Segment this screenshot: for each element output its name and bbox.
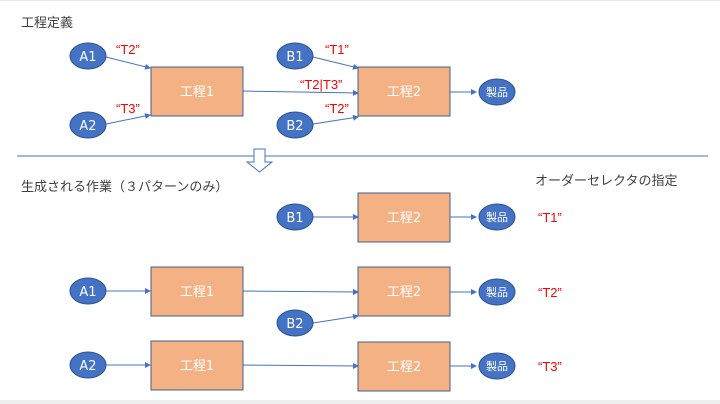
pattern1-product-label: 製品 xyxy=(486,210,508,224)
process2-box: 工程2 xyxy=(357,66,451,117)
edge-b1-process2 xyxy=(312,56,359,70)
pattern2-a1-label: A1 xyxy=(79,285,96,300)
process1-label: 工程1 xyxy=(180,85,214,100)
edge-label-b2: “T2” xyxy=(325,101,349,116)
pattern2-process1-box: 工程1 xyxy=(150,266,244,317)
pattern3-node-a2: A2 xyxy=(69,351,107,379)
process1-box: 工程1 xyxy=(150,66,244,117)
process2-label: 工程2 xyxy=(387,85,421,100)
top-border xyxy=(0,0,720,1)
pattern1-b1-label: B1 xyxy=(286,211,303,226)
pattern3-process1-box: 工程1 xyxy=(150,340,244,391)
edge-label-b1: “T1” xyxy=(325,42,349,57)
product-label: 製品 xyxy=(486,85,508,99)
pattern2-process1-label: 工程1 xyxy=(180,285,214,300)
edge-process1-process2 xyxy=(242,89,359,96)
pattern3-product-label: 製品 xyxy=(486,359,508,373)
node-b2: B2 xyxy=(276,111,314,139)
pattern2-b2-label: B2 xyxy=(286,317,303,332)
down-arrow-icon xyxy=(245,148,274,173)
product-node: 製品 xyxy=(478,78,516,106)
pattern2-node-b2: B2 xyxy=(276,309,314,337)
pattern3-process2-label: 工程2 xyxy=(387,360,421,375)
generated-heading: 生成される作業（３パターンのみ） xyxy=(21,180,229,195)
pattern1-selector: “T1” xyxy=(538,210,562,225)
pattern1-node-b1: B1 xyxy=(276,203,314,231)
pattern1-process2-label: 工程2 xyxy=(387,211,421,226)
pattern2-product-node: 製品 xyxy=(478,278,516,306)
edge-b2-process2 xyxy=(312,114,359,125)
pattern3-product-node: 製品 xyxy=(478,352,516,380)
node-a1-label: A1 xyxy=(79,50,96,65)
edge-label-a1: “T2” xyxy=(116,42,140,57)
node-a2-label: A2 xyxy=(79,119,96,134)
bottom-border xyxy=(0,400,720,404)
edge-p2-process1-process2 xyxy=(242,288,359,295)
pattern1-process2-box: 工程2 xyxy=(357,192,451,243)
pattern3-process1-label: 工程1 xyxy=(180,359,214,374)
pattern2-node-a1: A1 xyxy=(69,277,107,305)
pattern3-selector: “T3” xyxy=(538,359,562,374)
node-b1-label: B1 xyxy=(286,50,303,65)
node-b2-label: B2 xyxy=(286,119,303,134)
node-a2: A2 xyxy=(69,111,107,139)
edge-p2-b2-process2 xyxy=(312,313,359,324)
pattern3-a2-label: A2 xyxy=(79,359,96,374)
node-b1: B1 xyxy=(276,42,314,70)
pattern2-selector: “T2” xyxy=(538,285,562,300)
selector-heading: オーダーセレクタの指定 xyxy=(535,174,678,189)
edge-a2-process1 xyxy=(105,113,151,125)
edge-label-process1: “T2|T3” xyxy=(300,77,342,92)
pattern2-process2-box: 工程2 xyxy=(357,266,451,317)
pattern2-process2-label: 工程2 xyxy=(387,285,421,300)
edge-label-a2: “T3” xyxy=(116,101,140,116)
pattern3-process2-box: 工程2 xyxy=(357,341,451,392)
node-a1: A1 xyxy=(69,42,107,70)
definition-heading: 工程定義 xyxy=(21,16,74,31)
pattern2-product-label: 製品 xyxy=(486,285,508,299)
pattern1-product-node: 製品 xyxy=(478,203,516,231)
edge-p3-process1-process2 xyxy=(242,362,359,369)
edge-a1-process1 xyxy=(105,56,151,70)
